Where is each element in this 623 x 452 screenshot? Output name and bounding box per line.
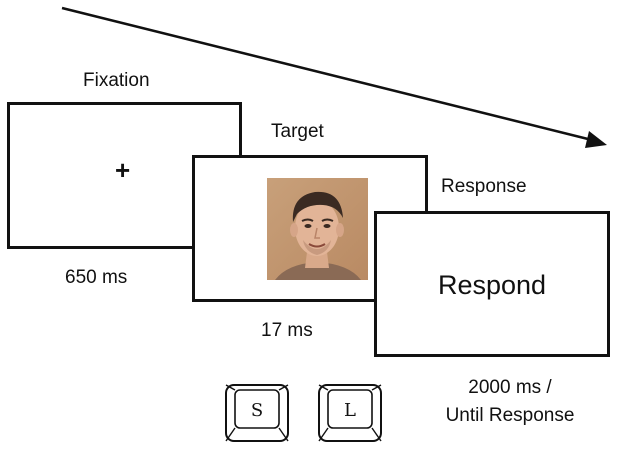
key-l-letter: L: [344, 400, 356, 421]
target-duration: 17 ms: [261, 320, 313, 341]
key-l-icon: L: [318, 384, 382, 442]
fixation-cross: +: [115, 155, 131, 185]
response-duration-line2: Until Response: [445, 405, 575, 426]
response-duration: 2000 ms / Until Response: [430, 374, 590, 430]
respond-text: Respond: [437, 270, 547, 300]
target-label: Target: [271, 121, 324, 142]
response-screen: Respond: [374, 211, 610, 357]
fixation-label: Fixation: [83, 70, 150, 91]
response-duration-line1: 2000 ms /: [468, 377, 552, 398]
response-label: Response: [441, 176, 527, 197]
face-photo: [267, 178, 368, 280]
key-s-letter: S: [251, 400, 263, 421]
fixation-duration: 650 ms: [65, 267, 128, 288]
key-s-icon: S: [225, 384, 289, 442]
